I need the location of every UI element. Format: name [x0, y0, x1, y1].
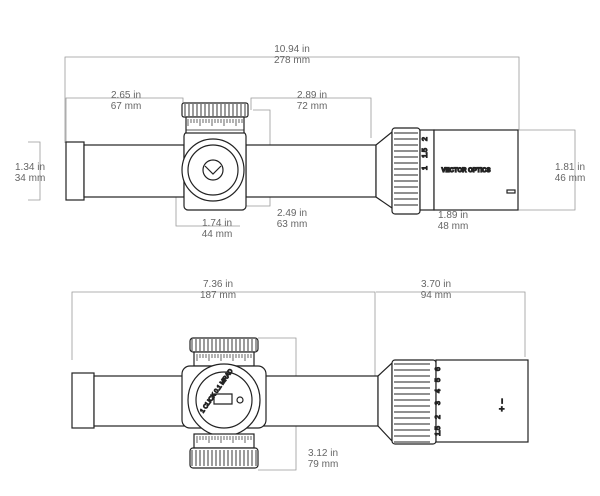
top-turret-scale	[186, 119, 244, 131]
side-turret-height-mm: 79 mm	[307, 459, 339, 470]
top-eyepiece-diameter-in: 1.81 in	[554, 162, 586, 173]
top-turret-height-label: 2.49 in 63 mm	[262, 208, 322, 230]
side-turret: 1 CLICK 0.1 MRAD	[181, 337, 267, 469]
top-eyepiece-length-label: 1.89 in 48 mm	[423, 210, 483, 232]
top-turret-width-label: 1.74 in 44 mm	[187, 218, 247, 240]
side-turret-height-label: 3.12 in 79 mm	[293, 448, 353, 470]
top-turret-height-in: 2.49 in	[276, 208, 308, 219]
side-main-tube	[71, 361, 393, 443]
side-eyepiece-knurl	[394, 363, 430, 443]
side-view: 1 CLICK 0.1 MRAD 6 5 4 3 2 1.5 + −	[71, 291, 529, 471]
side-rear-length-label: 3.70 in 94 mm	[406, 279, 466, 301]
side-mag-mark: 3	[435, 401, 442, 405]
side-eyepiece: 6 5 4 3 2 1.5 + −	[391, 359, 529, 445]
top-tube-diameter-in: 1.34 in	[14, 162, 46, 173]
top-eyepiece-knurl	[394, 132, 418, 206]
side-turret-scale	[196, 354, 252, 443]
top-eyepiece-diameter-mm: 46 mm	[554, 173, 586, 184]
side-mag-mark: 6	[435, 367, 442, 371]
top-tube-to-turret-mm: 67 mm	[110, 101, 142, 112]
top-eyepiece-diameter-label: 1.81 in 46 mm	[542, 162, 598, 184]
top-total-length-label: 10.94 in 278 mm	[262, 44, 322, 66]
top-turret-height-mm: 63 mm	[276, 219, 308, 230]
top-turret-to-eyepiece-label: 2.89 in 72 mm	[282, 90, 342, 112]
top-total-length-in: 10.94 in	[274, 44, 310, 55]
top-tube-diameter-label: 1.34 in 34 mm	[2, 162, 58, 184]
top-turret	[181, 102, 249, 211]
side-front-length-label: 7.36 in 187 mm	[188, 279, 248, 301]
top-mag-mark: 1	[422, 166, 429, 170]
top-turret-width-in: 1.74 in	[201, 218, 233, 229]
side-turret-height-in: 3.12 in	[307, 448, 339, 459]
top-mag-mark: 2	[422, 137, 429, 141]
side-rear-length-mm: 94 mm	[420, 290, 452, 301]
side-cap-marks: + −	[497, 398, 507, 411]
side-mag-mark: 2	[435, 415, 442, 419]
top-eyepiece-length-mm: 48 mm	[437, 221, 469, 232]
side-rear-length-in: 3.70 in	[420, 279, 452, 290]
side-front-length-mm: 187 mm	[199, 290, 237, 301]
side-mag-mark: 1.5	[435, 426, 442, 436]
top-total-length-mm: 278 mm	[273, 55, 311, 66]
brand-logo: VECTOR OPTICS	[442, 168, 491, 174]
side-front-length-in: 7.36 in	[202, 279, 234, 290]
side-turret-knurl	[191, 339, 257, 466]
top-tube-diameter-mm: 34 mm	[14, 173, 46, 184]
top-eyepiece-length-in: 1.89 in	[437, 210, 469, 221]
top-tube-to-turret-label: 2.65 in 67 mm	[96, 90, 156, 112]
side-mag-mark: 4	[435, 389, 442, 393]
top-main-tube	[65, 130, 393, 210]
top-turret-to-eyepiece-in: 2.89 in	[296, 90, 328, 101]
top-turret-to-eyepiece-mm: 72 mm	[296, 101, 328, 112]
top-tube-to-turret-in: 2.65 in	[110, 90, 142, 101]
top-turret-knurl	[184, 104, 246, 116]
top-turret-width-mm: 44 mm	[201, 229, 233, 240]
top-mag-mark: 1.5	[422, 148, 429, 158]
side-mag-mark: 5	[435, 378, 442, 382]
